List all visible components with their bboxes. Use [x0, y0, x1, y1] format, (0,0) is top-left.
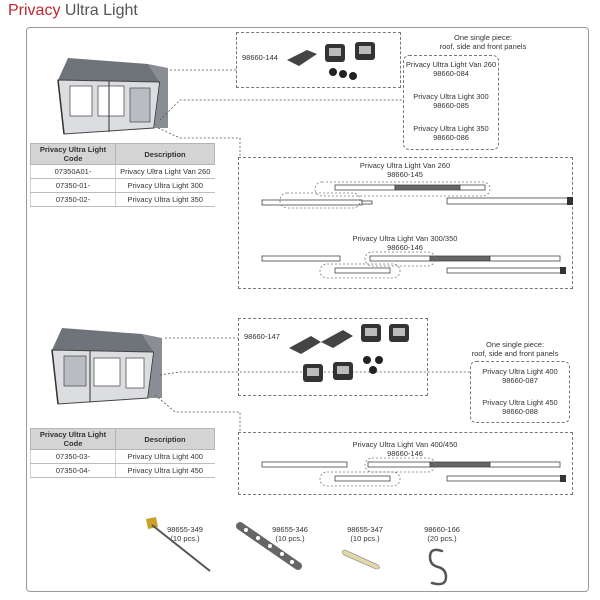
single-piece-note-2: One single piece: roof, side and front p…	[471, 340, 559, 358]
accessory-qty-4: (20 pcs.)	[427, 534, 457, 543]
table-header-code: Privacy Ultra Light Code	[30, 143, 116, 165]
table-row: 07350-03-Privacy Ultra Light 400	[30, 449, 215, 464]
clip-fittings-1	[287, 42, 375, 80]
table-header-description: Description	[115, 428, 215, 450]
accessory-code-1: 98655-349	[167, 525, 203, 534]
panel-code-5: 98660-088	[502, 407, 538, 416]
fittings-code-2: 98660-147	[244, 332, 280, 341]
panel-code-4: 98660-087	[502, 376, 538, 385]
panel-name-2: Privacy Ultra Light 300	[413, 92, 489, 101]
poles-box-1	[238, 157, 573, 289]
tent-peg-icon	[146, 517, 211, 572]
poles-b-name: Privacy Ultra Light Van 300/350	[352, 234, 458, 243]
panel-name-4: Privacy Ultra Light 400	[482, 367, 558, 376]
accessory-code-4: 98660-166	[424, 525, 460, 534]
accessory-code-3: 98655-347	[347, 525, 383, 534]
guy-tensioner-icon	[236, 522, 302, 570]
panel-code-3: 98660-086	[433, 133, 469, 142]
panel-name-1: Privacy Ultra Light Van 260	[405, 60, 497, 69]
s-hook-icon	[428, 548, 448, 586]
rubber-ring-icon	[341, 549, 380, 570]
poles-c-code: 98660-146	[387, 449, 423, 458]
poles-b-code: 98660-146	[387, 243, 423, 252]
accessory-qty-3: (10 pcs.)	[350, 534, 380, 543]
poles-box-2	[238, 432, 573, 495]
panel-name-3: Privacy Ultra Light 350	[413, 124, 489, 133]
single-piece-note-1: One single piece: roof, side and front p…	[439, 33, 527, 51]
table-row: 07350A01-Privacy Ultra Light Van 260	[30, 164, 215, 179]
clip-fittings-2	[289, 324, 409, 382]
panel-code-1: 98660-084	[433, 69, 469, 78]
poles-a-name: Privacy Ultra Light Van 260	[359, 161, 451, 170]
panel-code-2: 98660-085	[433, 101, 469, 110]
awning-illustration-2	[51, 328, 162, 405]
fittings-box-1	[236, 32, 401, 88]
accessory-code-2: 98655-346	[272, 525, 308, 534]
page-title: Privacy Ultra Light	[8, 2, 138, 20]
table-row: 07350-01-Privacy Ultra Light 300	[30, 178, 215, 193]
title-rest: Ultra Light	[64, 2, 138, 19]
table-row: 07350-02-Privacy Ultra Light 350	[30, 192, 215, 207]
fittings-box-2	[238, 318, 428, 396]
accessory-qty-1: (10 pcs.)	[170, 534, 200, 543]
fittings-code-1: 98660-144	[242, 53, 278, 62]
table-row: 07350-04-Privacy Ultra Light 450	[30, 463, 215, 478]
panel-box-2	[470, 361, 570, 423]
diagram-frame	[26, 27, 589, 592]
table-header-description: Description	[115, 143, 215, 165]
poles-a-code: 98660-145	[387, 170, 423, 179]
panel-name-5: Privacy Ultra Light 450	[482, 398, 558, 407]
poles-c-name: Privacy Ultra Light Van 400/450	[352, 440, 458, 449]
awning-illustration-1	[57, 58, 168, 135]
table-header-code: Privacy Ultra Light Code	[30, 428, 116, 450]
title-brand: Privacy	[8, 2, 61, 19]
panel-box-1	[403, 55, 499, 150]
accessory-qty-2: (10 pcs.)	[275, 534, 305, 543]
